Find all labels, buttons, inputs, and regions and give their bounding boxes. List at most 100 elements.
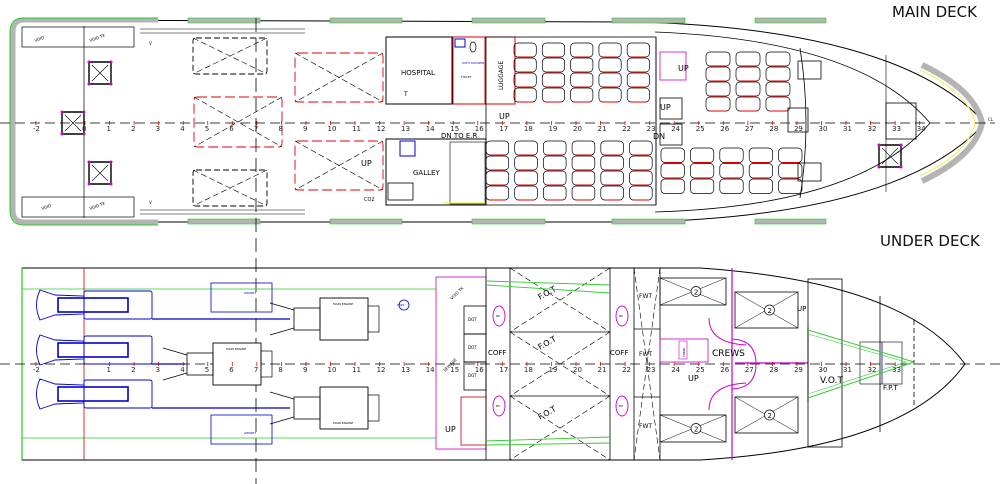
hatch-corner <box>109 160 113 164</box>
galley-hatch-icon <box>399 140 416 157</box>
manhole-label: MH <box>496 404 500 408</box>
bunk-count: 2 <box>768 307 772 315</box>
bunk-count-badge <box>764 409 775 421</box>
frame-number: 20 <box>573 366 582 374</box>
frame-number: 0 <box>82 125 86 133</box>
engine-flywheel <box>367 394 380 422</box>
passenger-seat <box>598 42 622 58</box>
frame-number: 29 <box>794 366 803 374</box>
passenger-seat <box>514 170 538 186</box>
frame-number: 18 <box>524 125 533 133</box>
hatch-corner <box>899 143 903 147</box>
fender <box>329 17 403 24</box>
hatch-cross <box>193 96 283 148</box>
passenger-seat <box>735 51 761 67</box>
manhole-label: MH <box>619 314 623 318</box>
crews-label: CREWS <box>712 349 745 359</box>
waterjet-unit <box>83 335 153 365</box>
hatch-corner <box>60 110 64 114</box>
frame-number: 18 <box>524 366 533 374</box>
passenger-seat <box>513 87 537 103</box>
table-label: TABLE <box>682 348 686 358</box>
frame-number: 26 <box>720 125 729 133</box>
frame-number: 2 <box>131 125 135 133</box>
sink-icon <box>387 182 414 201</box>
passenger-seat <box>571 140 596 156</box>
bunk-count: 2 <box>694 426 698 434</box>
sewage-tank <box>460 396 487 446</box>
toilet-label: TOILET <box>460 75 472 79</box>
passenger-seat <box>660 178 685 194</box>
passenger-seat <box>629 185 653 201</box>
passenger-seat <box>485 140 510 156</box>
stair-up-2 <box>659 97 683 120</box>
fender <box>471 17 546 24</box>
bunk-count: 2 <box>768 412 772 420</box>
passenger-seat <box>541 57 565 73</box>
frame-number: 12 <box>377 366 386 374</box>
passenger-seat <box>690 163 715 179</box>
frame-number: 13 <box>401 366 410 374</box>
frame-number: 2 <box>131 366 135 374</box>
frame-number: 24 <box>671 366 680 374</box>
passenger-seat <box>598 57 622 73</box>
frame-number: 9 <box>303 125 307 133</box>
fwt-label: FWT <box>639 423 652 430</box>
tank-cross <box>633 267 661 461</box>
engine-gearbox <box>293 396 321 420</box>
dot-label: DOT <box>468 317 477 322</box>
stair-dn <box>659 123 683 146</box>
co2-label: CO2 <box>364 197 375 203</box>
hatch-cross <box>881 147 899 165</box>
main-engine-label: MAIN ENGINE <box>226 347 246 351</box>
void-tk-label-er: VOID TK <box>449 285 464 300</box>
passenger-seat <box>748 147 773 163</box>
passenger-seat <box>485 170 510 186</box>
coff-label: COFF <box>488 349 506 357</box>
coff-label: COFF <box>610 349 628 357</box>
manhole <box>492 395 506 417</box>
fender <box>611 17 686 24</box>
passenger-seat <box>570 42 594 58</box>
hatch-corner <box>877 143 881 147</box>
passenger-seat <box>629 140 653 156</box>
passenger-seat <box>485 185 510 201</box>
waterjet-nozzle <box>36 289 85 321</box>
stern-fender <box>10 17 158 225</box>
passenger-seat <box>570 57 594 73</box>
passenger-seat <box>719 178 744 194</box>
engine-flywheel <box>367 305 380 333</box>
dn-label-fwd: DN <box>653 132 665 141</box>
genset-port <box>210 282 273 313</box>
deck-hatch-small <box>88 161 112 185</box>
v-mark-1: V <box>149 41 152 46</box>
passenger-seat <box>598 72 622 88</box>
frame-number: 20 <box>573 125 582 133</box>
frame-number: 4 <box>180 366 185 374</box>
under-deck-title: UNDER DECK <box>880 232 981 250</box>
deck-hatch-small <box>88 61 112 85</box>
passenger-seat <box>748 178 773 194</box>
frame-number: 33 <box>892 125 901 133</box>
hatch-corner <box>82 110 86 114</box>
crew-bunk <box>659 277 727 306</box>
engine-mount <box>162 347 188 381</box>
frame-number: 26 <box>720 366 729 374</box>
frame-number: 31 <box>843 125 852 133</box>
hatch-corner <box>82 132 86 136</box>
hatch-corner <box>87 160 91 164</box>
main-engine-label: MAIN ENGINE <box>333 302 353 306</box>
up-label-crew: UP <box>688 374 699 383</box>
passenger-seat <box>690 178 715 194</box>
frame-number: 32 <box>868 125 877 133</box>
frame-number: 3 <box>156 125 160 133</box>
void-label-1: VOID <box>34 35 45 43</box>
hospital-room <box>385 36 453 105</box>
passenger-cabin <box>485 36 657 206</box>
passenger-seat <box>513 72 537 88</box>
frame-number: 17 <box>499 366 508 374</box>
luggage-label: LUGGAGE <box>498 61 505 90</box>
hatch-corner <box>87 82 91 86</box>
frame-number: 8 <box>278 125 282 133</box>
